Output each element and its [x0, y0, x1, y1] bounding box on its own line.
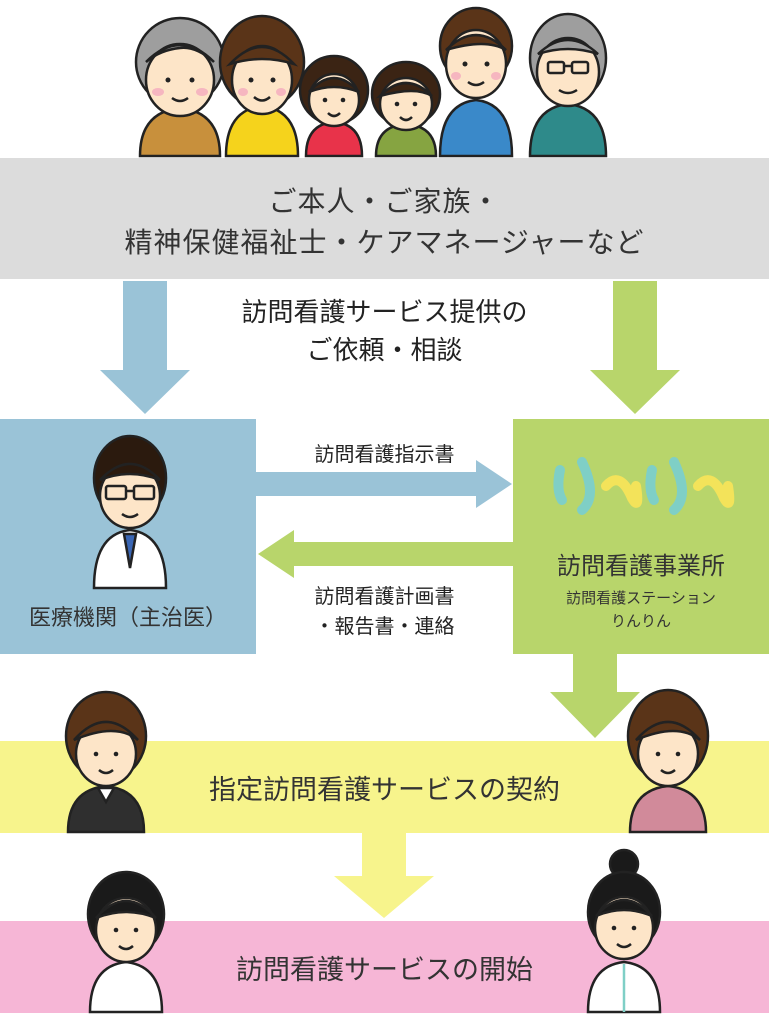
nursing-station-subtitle2: りんりん [610, 612, 671, 630]
nursing-station-title: 訪問看護事業所 [557, 552, 725, 580]
grandmother-icon [134, 16, 226, 158]
father-icon [438, 6, 514, 158]
nurse-left-icon [86, 870, 166, 1014]
nursing-station-subtitle1: 訪問看護ステーション [566, 589, 716, 607]
client-family-line2: 精神保健福祉士・ケアマネージャーなど [124, 226, 645, 259]
arrow-down-contract-icon [334, 833, 434, 918]
nurse-right-icon [586, 848, 662, 1014]
arrow-down-left-icon [100, 281, 190, 414]
arrow-down-station-icon [550, 654, 640, 738]
station-logo-icon [553, 457, 735, 515]
girl-icon [298, 54, 370, 158]
arrow-right-icon [256, 460, 512, 508]
medical-institution-label: 医療機関（主治医） [28, 606, 227, 631]
staff-woman-left-icon [64, 690, 148, 834]
request-label-line1: 訪問看護サービス提供の [241, 298, 528, 328]
client-woman-right-icon [626, 688, 710, 834]
instruction-label: 訪問看護指示書 [314, 442, 455, 466]
mother-icon [218, 14, 306, 158]
client-family-line1: ご本人・ご家族・ [268, 185, 501, 218]
client-family-box [0, 158, 769, 279]
plan-label-line1: 訪問看護計画書 [314, 584, 455, 608]
contract-label: 指定訪問看護サービスの契約 [209, 775, 560, 806]
arrow-left-icon [258, 530, 513, 578]
grandfather-icon [528, 12, 608, 158]
request-label-line2: ご依頼・相談 [306, 336, 463, 366]
plan-label-line2: ・報告書・連絡 [314, 614, 455, 638]
doctor-icon [92, 434, 168, 590]
service-start-label: 訪問看護サービスの開始 [236, 955, 533, 986]
family-group-icon [134, 6, 608, 158]
arrow-down-right-icon [590, 281, 680, 414]
nursing-station-box [513, 419, 769, 654]
boy-icon [370, 60, 442, 158]
